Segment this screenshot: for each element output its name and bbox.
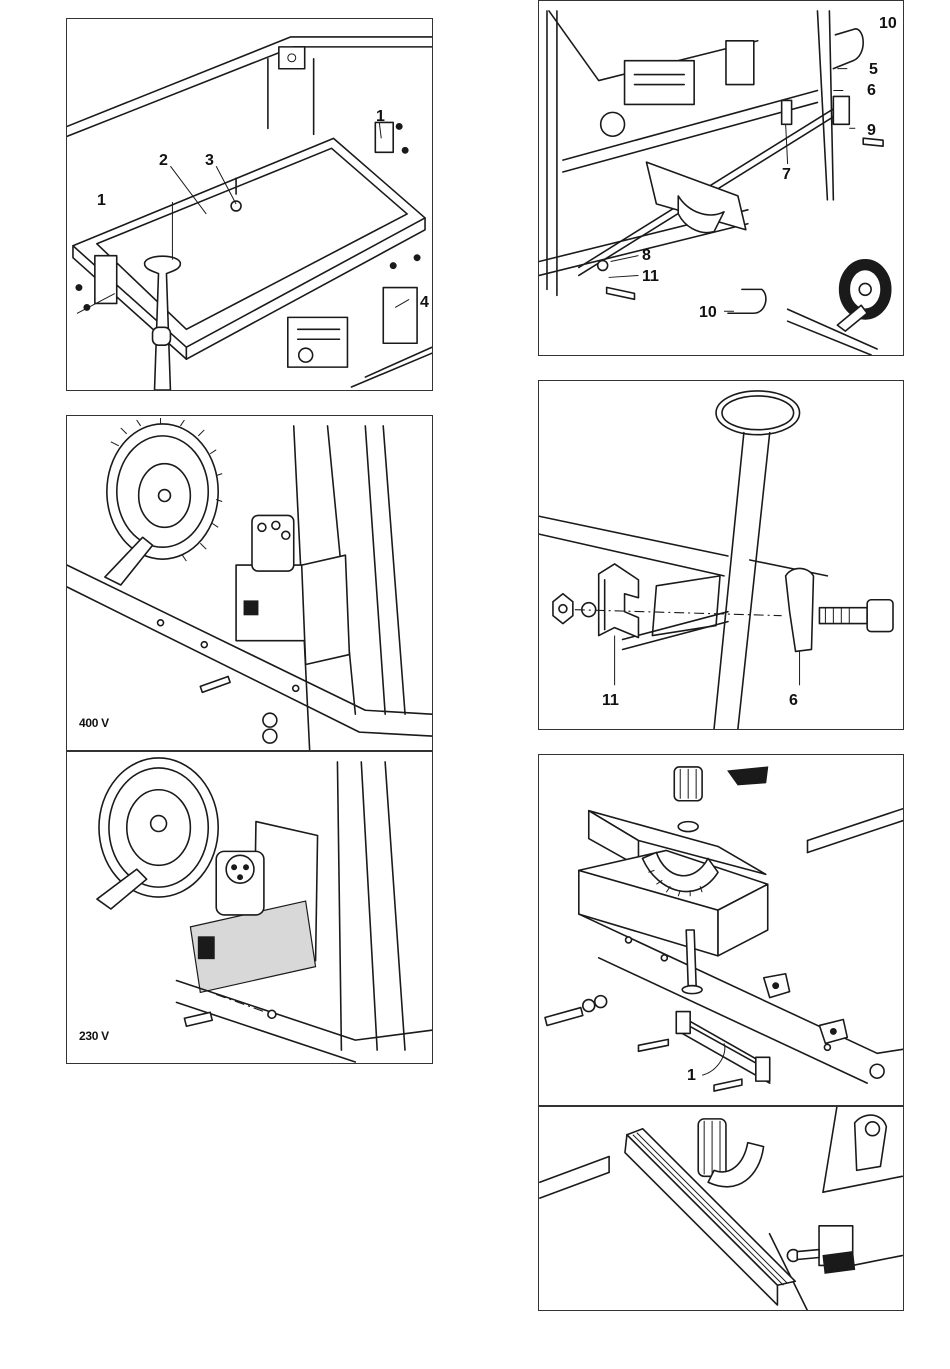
switch-230v-drawing xyxy=(67,752,432,1063)
switch-400v-drawing xyxy=(67,416,432,750)
figure-mitre-guide-mounting: 1 xyxy=(538,754,904,1106)
callout-bracket-left: 1 xyxy=(97,193,106,209)
callout-bracket-lower: 11 xyxy=(642,269,659,285)
bracket-detail-drawing xyxy=(539,381,903,729)
callout-plate: 9 xyxy=(867,123,876,139)
callout-clamp: 6 xyxy=(789,693,798,709)
voltage-label-400v: 400 V xyxy=(79,716,109,730)
callout-screw: 5 xyxy=(869,62,878,78)
figure-switch-400v: 400 V xyxy=(66,415,433,751)
figure-stand-bracing: 10 5 6 9 7 8 11 10 xyxy=(538,0,904,356)
figure-table-top-assembly: 1 2 3 1 4 xyxy=(66,18,433,391)
table-top-drawing xyxy=(67,19,432,390)
callout-table-top: 2 xyxy=(159,153,168,169)
callout-guide-bar: 1 xyxy=(687,1068,696,1084)
callout-brace: 7 xyxy=(782,167,791,183)
figure-bracket-detail: 11 6 xyxy=(538,380,904,730)
figure-mitre-fence xyxy=(538,1106,904,1311)
callout-u-bolt-bottom: 10 xyxy=(699,305,717,321)
callout-bracket: 11 xyxy=(602,693,619,709)
voltage-label-230v: 230 V xyxy=(79,1029,109,1043)
callout-bracket-right: 1 xyxy=(376,109,385,125)
callout-lower-bracket: 4 xyxy=(420,295,429,311)
stand-bracing-drawing xyxy=(539,1,903,355)
mitre-fence-drawing xyxy=(539,1107,903,1310)
callout-bracket: 6 xyxy=(867,83,876,99)
figure-switch-230v: 230 V xyxy=(66,751,433,1064)
mitre-guide-drawing xyxy=(539,755,903,1105)
callout-u-bolt-top: 10 xyxy=(879,16,897,32)
callout-screw: 3 xyxy=(205,153,214,169)
callout-washer: 8 xyxy=(642,248,651,264)
